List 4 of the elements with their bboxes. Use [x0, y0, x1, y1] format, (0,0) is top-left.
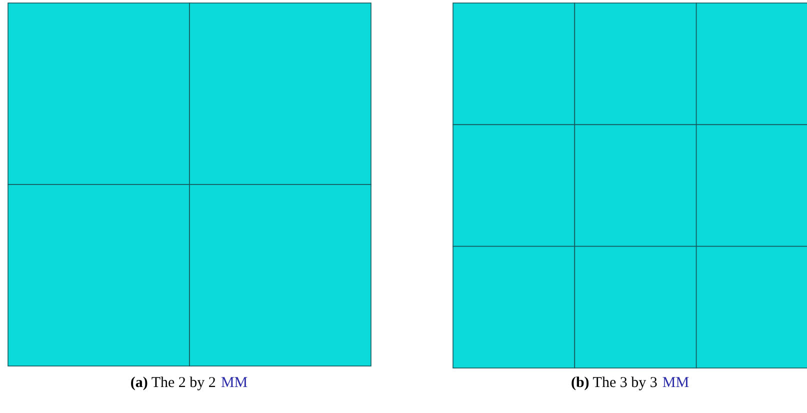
link: MM: [662, 375, 690, 391]
link: MM: [220, 375, 248, 391]
figure-caption: (b) The 3 by 3: [570, 375, 658, 391]
figure-caption: (a) The 2 by 2: [130, 375, 216, 391]
